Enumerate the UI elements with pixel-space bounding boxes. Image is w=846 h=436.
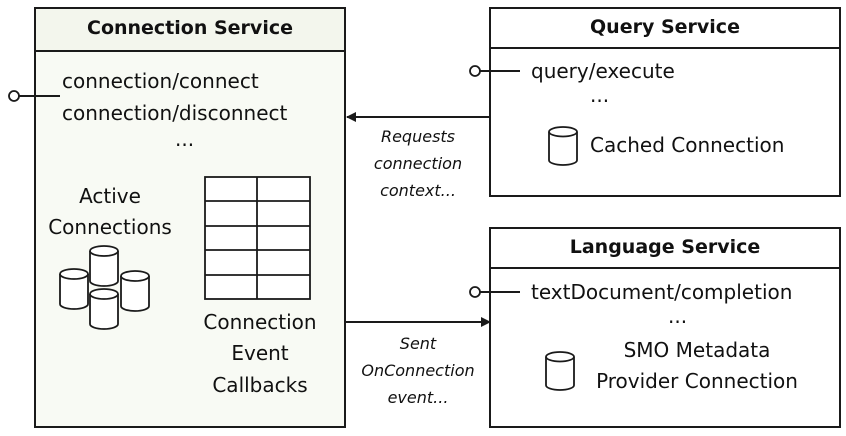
endpoint-query-execute: query/execute [531,59,675,83]
event-label-line1: Sent [399,334,437,353]
connection-ellipsis: ... [175,127,195,151]
language-service-header: Language Service [491,229,839,269]
database-icon [89,288,119,330]
query-service-header: Query Service [491,9,839,49]
callbacks-label-line3: Callbacks [212,373,308,397]
cached-connection-label: Cached Connection [590,133,785,157]
language-ellipsis: ... [668,304,688,328]
callbacks-label-line2: Event [231,341,289,365]
request-label-line3: context... [380,181,456,200]
active-connections-label-line1: Active [79,184,141,208]
endpoint-connection-disconnect: connection/disconnect [62,101,288,125]
endpoint-connection-connect: connection/connect [62,69,259,93]
database-icon [89,245,119,287]
request-label-line2: connection [373,154,463,173]
active-connections-db-cluster [59,245,150,330]
query-ellipsis: ... [590,83,610,107]
request-label-line1: Requests [380,127,456,146]
smo-label-line1: SMO Metadata [623,338,771,362]
language-service-box: Language Service [489,227,841,428]
callbacks-table [204,176,311,300]
callbacks-label-line1: Connection [203,310,317,334]
active-connections-label-line2: Connections [48,215,172,239]
connection-endpoint-connector [8,90,60,102]
query-service-box: Query Service [489,7,841,197]
smo-db-icon [545,351,575,391]
database-icon [59,268,89,310]
language-endpoint-connector [469,286,520,298]
connection-service-header: Connection Service [36,9,344,52]
endpoint-text-document-completion: textDocument/completion [531,280,793,304]
database-icon [120,270,150,312]
query-endpoint-connector [469,65,520,77]
smo-label-line2: Provider Connection [596,369,798,393]
event-label-line3: event... [387,388,449,407]
cached-connection-db-icon [548,126,578,166]
event-label-line2: OnConnection [361,361,475,380]
